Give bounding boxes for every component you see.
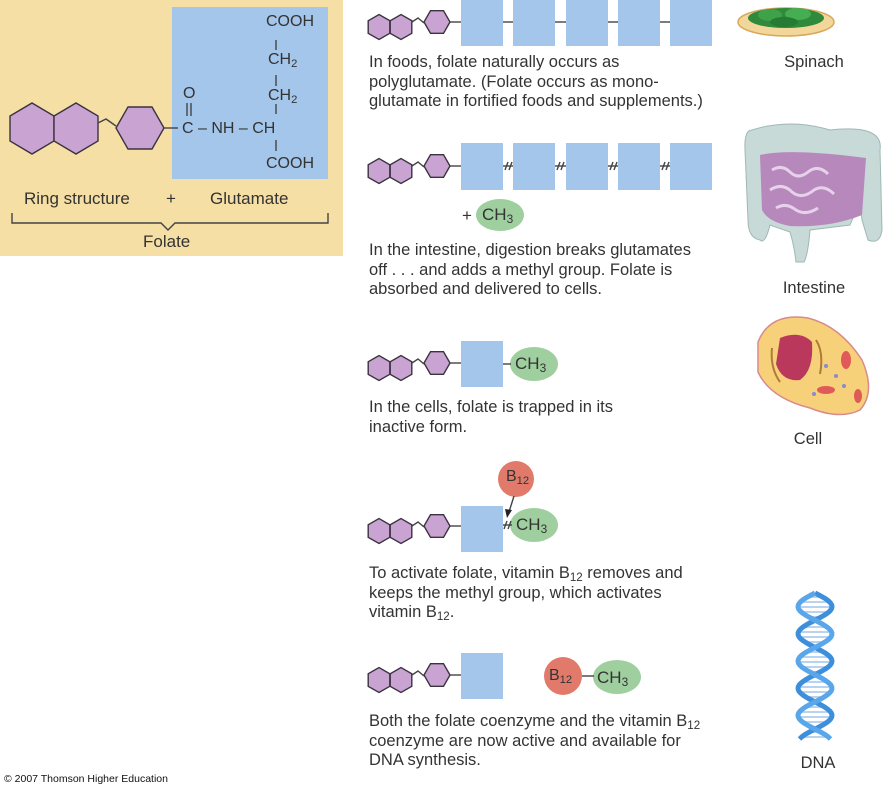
label-intestine: Intestine	[744, 279, 884, 298]
cell-illustration	[758, 317, 869, 415]
label-cell: Cell	[738, 430, 878, 449]
label-dna: DNA	[748, 754, 888, 773]
intestine-illustration	[745, 124, 882, 262]
spinach-plate-illustration	[738, 8, 834, 36]
dna-helix-illustration	[798, 593, 832, 739]
copyright-notice: © 2007 Thomson Higher Education	[4, 773, 168, 785]
label-spinach: Spinach	[744, 53, 884, 72]
